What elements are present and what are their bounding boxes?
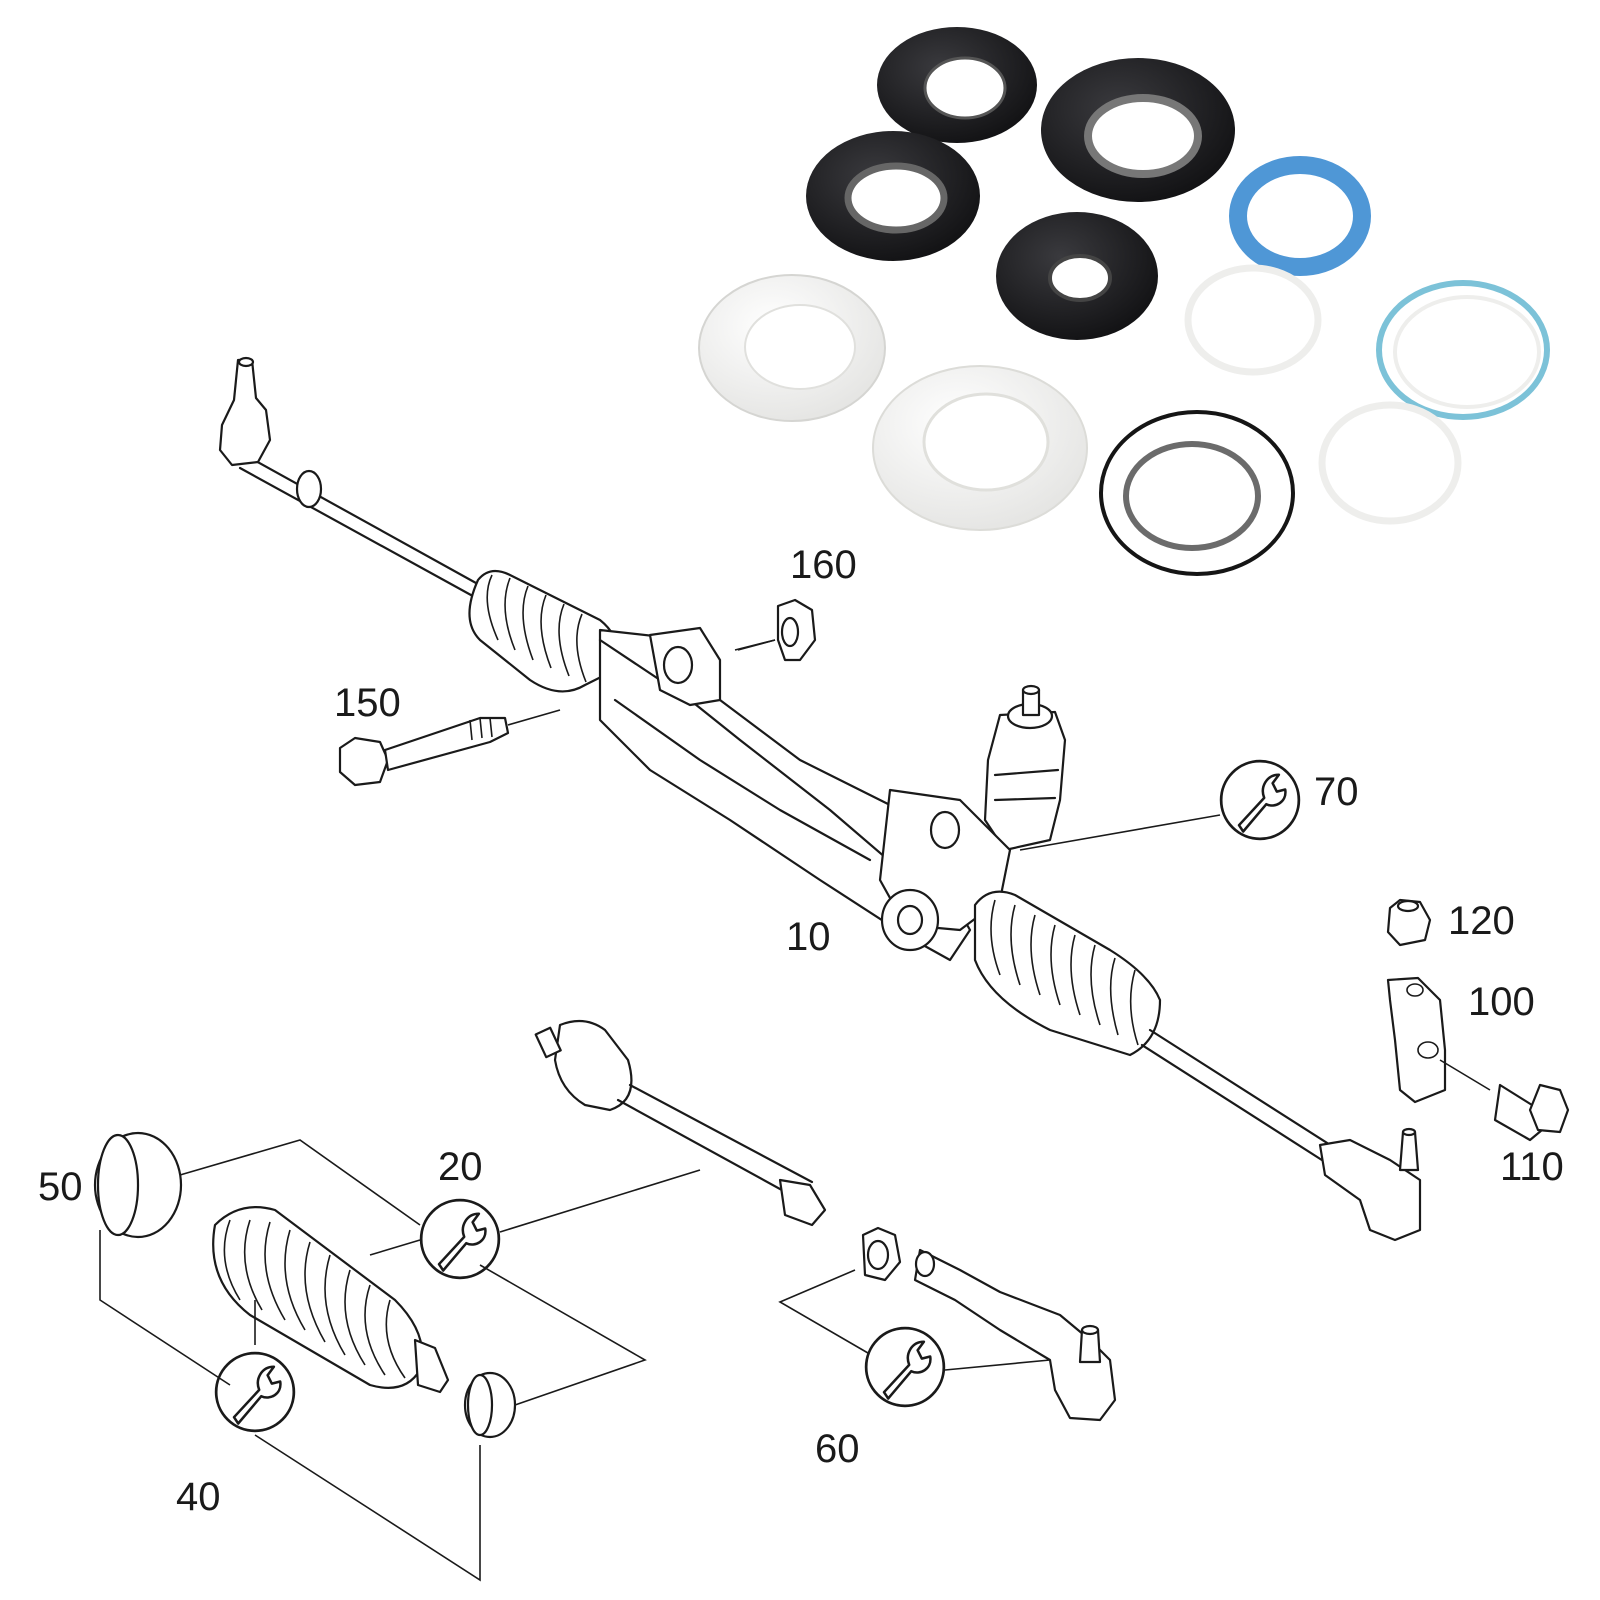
assembly-leader-lines bbox=[99, 1139, 647, 1582]
white-bushing bbox=[872, 365, 1088, 531]
part-70-tool-symbol bbox=[1019, 759, 1301, 851]
black-seal-1 bbox=[877, 27, 1037, 143]
callout-70: 70 bbox=[1314, 770, 1359, 814]
part-small-ring bbox=[463, 1371, 517, 1439]
leader-160 bbox=[737, 639, 776, 651]
callout-100: 100 bbox=[1468, 980, 1535, 1024]
part-50-clamp bbox=[93, 1131, 183, 1239]
part-40-tool-symbol bbox=[214, 1351, 296, 1433]
white-thin-ring-2 bbox=[1318, 401, 1462, 525]
white-thin-ring-1 bbox=[1184, 264, 1322, 376]
steering-rack-assembly bbox=[218, 356, 1422, 1242]
part-20-inner-tie-rod bbox=[534, 1019, 827, 1227]
callout-50: 50 bbox=[38, 1165, 83, 1209]
black-seal-4 bbox=[996, 212, 1158, 340]
part-40-boot bbox=[212, 1206, 450, 1394]
part-160-nut bbox=[734, 598, 817, 662]
callout-110: 110 bbox=[1500, 1145, 1564, 1189]
right-rack-boot bbox=[973, 890, 1162, 1057]
part-110-bolt bbox=[1493, 1083, 1570, 1142]
callout-120: 120 bbox=[1448, 899, 1515, 943]
blue-ring bbox=[1229, 156, 1371, 276]
callout-40: 40 bbox=[176, 1475, 221, 1519]
part-60-tie-rod-end bbox=[778, 1226, 1117, 1422]
seal-kit-photo bbox=[698, 27, 1550, 576]
part-150-bolt bbox=[338, 709, 561, 787]
leader-20 bbox=[499, 1169, 701, 1233]
callout-150: 150 bbox=[334, 681, 401, 725]
callout-10: 10 bbox=[786, 915, 831, 959]
black-seal-3 bbox=[806, 131, 980, 261]
part-20-tool-symbol bbox=[419, 1198, 501, 1280]
white-flat-washer bbox=[698, 274, 886, 422]
leader-60 bbox=[944, 1359, 1051, 1371]
part-60-tool-symbol bbox=[864, 1326, 946, 1408]
cyan-ring bbox=[1376, 280, 1550, 420]
callout-20: 20 bbox=[438, 1145, 483, 1189]
black-seal-2 bbox=[1041, 58, 1235, 202]
left-rack-boot bbox=[468, 569, 619, 693]
callout-60: 60 bbox=[815, 1427, 860, 1471]
part-100-bracket bbox=[1386, 976, 1491, 1104]
part-120-nut bbox=[1386, 898, 1432, 947]
callout-160: 160 bbox=[790, 543, 857, 587]
o-ring-and-snap-ring bbox=[1099, 410, 1295, 576]
